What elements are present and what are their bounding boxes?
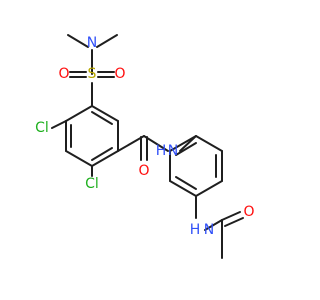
chlorine-upper-label: Cl (35, 120, 49, 136)
bond-acetyl-o-b (224, 217, 244, 227)
chlorine-lower-label: Cl (85, 176, 99, 192)
sulfur-label: S (88, 66, 97, 82)
bond-ring-cl-upper (51, 120, 67, 129)
ring2-bond-3 (195, 180, 223, 197)
atom-labels: N S O O Cl Cl O N H N H O (35, 35, 254, 238)
sulfonyl-oxygen-right-label: O (114, 66, 125, 82)
ring1-double-1 (91, 111, 113, 125)
bond-carbonyl-n (143, 135, 169, 152)
molecule-structure: N S O O Cl Cl O N H N H O (35, 34, 255, 259)
bond-methyl-left (67, 34, 89, 48)
acetyl-oxygen-label: O (243, 204, 254, 220)
amide-hydrogen-label: H (156, 143, 167, 159)
ring2-double-2 (175, 176, 197, 190)
ring2-bond-1 (195, 135, 223, 152)
bond-nh-acetyl (204, 219, 223, 231)
bond-ring-carbonyl (117, 135, 145, 152)
bond-acetyl-o-a (221, 211, 241, 221)
amide-nitrogen-label: N (168, 143, 178, 159)
bond-methyl-right (96, 34, 118, 48)
amide-oxygen-label: O (138, 163, 149, 179)
ring1-bond-3 (91, 150, 119, 167)
acetamide-nitrogen-label: N (204, 222, 214, 238)
sulfonyl-oxygen-left-label: O (58, 66, 69, 82)
ring1-double-2 (91, 147, 113, 161)
acetamide-hydrogen-label: H (190, 222, 201, 238)
bonds (51, 34, 244, 259)
ring1-bond-6 (65, 105, 93, 122)
sulfonamide-nitrogen-label: N (87, 35, 97, 51)
ring2-double-3 (175, 142, 197, 156)
ring2-bond-4 (169, 180, 197, 197)
ring2-bond-6 (169, 135, 197, 152)
ring1-bond-4 (65, 150, 93, 167)
ring1-bond-1 (91, 105, 119, 122)
